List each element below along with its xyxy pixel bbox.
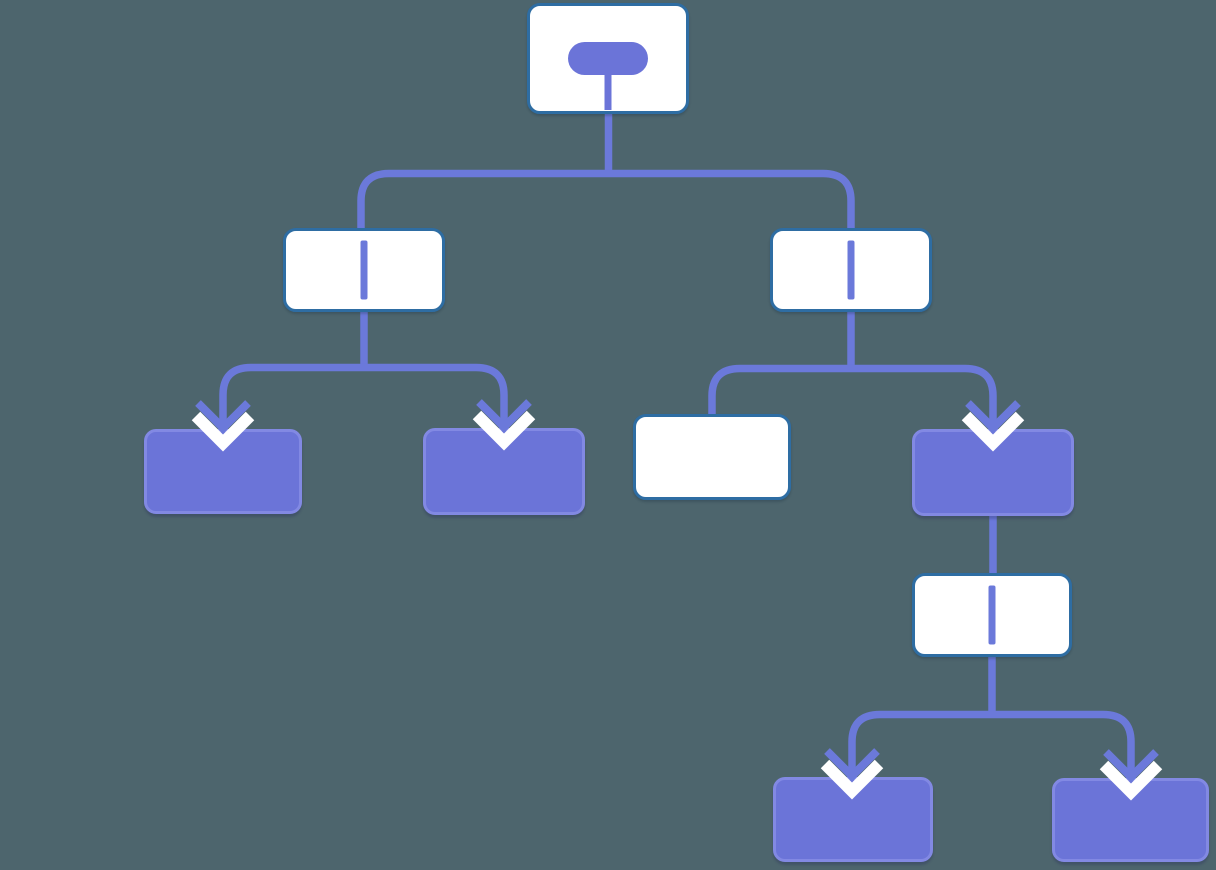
edge-bottom-children — [848, 710, 1135, 775]
node-root[interactable] — [527, 3, 689, 114]
node-branch-right[interactable] — [770, 228, 932, 312]
collapsed-content-pill — [568, 42, 648, 75]
node-leaf-left-2[interactable] — [423, 428, 585, 515]
edge-root-to-branches — [357, 169, 855, 232]
node-branch-left[interactable] — [283, 228, 445, 312]
node-child-right-2[interactable] — [912, 429, 1074, 516]
node-subbranch[interactable] — [912, 573, 1072, 657]
node-child-right-1[interactable] — [633, 414, 791, 500]
node-leaf-left-1[interactable] — [144, 429, 302, 514]
vertical-bar — [988, 585, 996, 645]
edge-left-children — [219, 363, 508, 426]
node-leaf-bottom-1[interactable] — [773, 777, 933, 862]
node-leaf-bottom-2[interactable] — [1052, 778, 1209, 862]
vertical-bar — [847, 240, 855, 300]
vertical-bar — [360, 240, 368, 300]
pill-stem — [604, 72, 612, 110]
